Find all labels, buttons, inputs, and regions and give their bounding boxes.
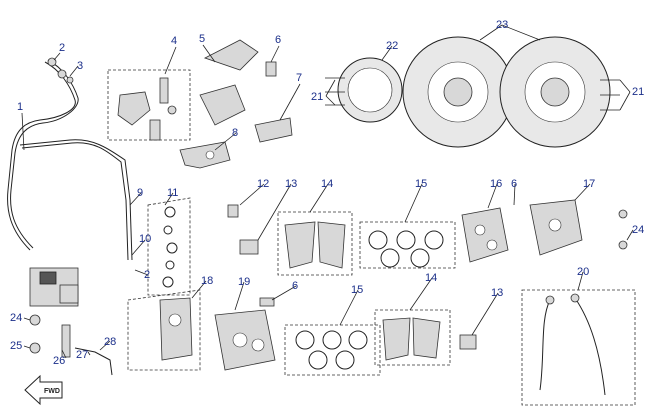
tone-ring: [337, 57, 403, 123]
callout-12[interactable]: 12: [257, 178, 269, 190]
callout-27[interactable]: 27: [76, 349, 88, 361]
brake-pads-front: [284, 221, 346, 269]
bleed-screw-rear: [259, 297, 275, 307]
callout-26[interactable]: 26: [53, 355, 65, 367]
callout-6-mid[interactable]: 6: [511, 178, 517, 190]
pads-box-lower: [374, 309, 451, 366]
callout-11[interactable]: 11: [167, 187, 178, 199]
callout-6-lower[interactable]: 6: [292, 280, 298, 292]
callout-5[interactable]: 5: [199, 33, 205, 45]
callout-1[interactable]: 1: [17, 101, 23, 113]
rear-hose-box: [521, 289, 636, 406]
bleed-screw: [227, 204, 239, 218]
seal-kit-box: [147, 197, 191, 296]
callout-15-lower[interactable]: 15: [351, 284, 363, 296]
pads-box-upper: [277, 211, 353, 276]
rear-caliper-pistons: [295, 330, 368, 370]
abs-modulator-unit: [29, 267, 79, 307]
callout-19[interactable]: 19: [238, 276, 250, 288]
caliper-bracket-right: [529, 199, 583, 256]
callout-16[interactable]: 16: [490, 178, 502, 190]
caliper-bracket-box: [127, 289, 201, 371]
pistons-box-lower: [284, 324, 381, 376]
bushing: [618, 209, 628, 250]
brake-hose-assembly: [7, 59, 133, 261]
brake-pads-rear: [382, 317, 441, 361]
callout-23[interactable]: 23: [496, 19, 508, 31]
callout-24-right[interactable]: 24: [632, 224, 644, 236]
callout-labels: 1 2 3 4 5 6 7 8 9 10 11 2 12 13 14 15 16…: [10, 19, 644, 367]
caliper-pistons: [368, 230, 444, 268]
callout-14-lower[interactable]: 14: [425, 272, 437, 284]
front-caliper-left: [461, 207, 509, 263]
callout-4[interactable]: 4: [171, 35, 177, 47]
callout-2-lower[interactable]: 2: [144, 269, 150, 281]
rear-caliper-bracket: [159, 297, 193, 361]
brake-disc-right: [499, 36, 611, 148]
callout-2[interactable]: 2: [59, 42, 65, 54]
callout-18[interactable]: 18: [201, 275, 213, 287]
master-cylinder-box: [107, 69, 191, 141]
callout-14[interactable]: 14: [321, 178, 333, 190]
piston-seal-kit: [162, 206, 178, 288]
callout-8[interactable]: 8: [232, 127, 238, 139]
rear-brake-hose: [539, 293, 606, 396]
brake-disc-left: [402, 36, 514, 148]
callout-9[interactable]: 9: [137, 187, 143, 199]
pad-pin-clip: [239, 239, 259, 255]
callout-15[interactable]: 15: [415, 178, 427, 190]
pistons-box-upper: [359, 221, 456, 269]
callout-3[interactable]: 3: [77, 60, 83, 72]
callout-21-left[interactable]: 21: [311, 91, 323, 103]
callout-28[interactable]: 28: [104, 336, 116, 348]
reservoir-cap: [265, 61, 277, 77]
brake-pedal-sensor: [61, 324, 113, 376]
callout-25[interactable]: 25: [10, 340, 22, 352]
wheel-speed-sensor: [29, 314, 41, 354]
pad-pin-rear: [459, 334, 477, 350]
fwd-label: FWD: [44, 388, 60, 395]
callout-22[interactable]: 22: [386, 40, 398, 52]
callout-13-lower[interactable]: 13: [491, 287, 503, 299]
master-cylinder: [117, 39, 259, 169]
mounting-bracket: [254, 117, 293, 143]
callout-24-left[interactable]: 24: [10, 312, 22, 324]
fwd-direction-arrow: FWD: [24, 374, 63, 406]
callout-7[interactable]: 7: [296, 72, 302, 84]
callout-21-right[interactable]: 21: [632, 86, 644, 98]
callout-6[interactable]: 6: [275, 34, 281, 46]
callout-17[interactable]: 17: [583, 178, 595, 190]
rear-caliper: [214, 309, 276, 371]
callout-20[interactable]: 20: [577, 266, 589, 278]
banjo-bolt: [47, 57, 74, 84]
leader-lines: [21, 24, 634, 359]
callout-13[interactable]: 13: [285, 178, 297, 190]
callout-10[interactable]: 10: [139, 233, 151, 245]
